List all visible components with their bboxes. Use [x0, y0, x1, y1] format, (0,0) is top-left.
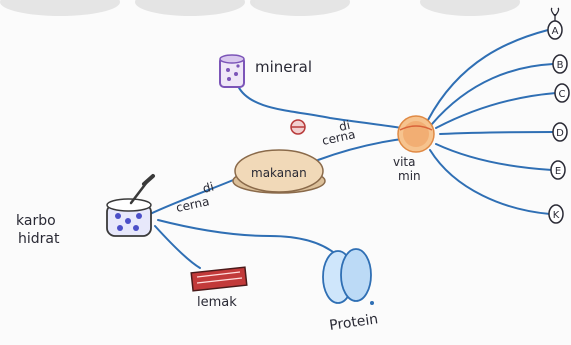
lemak-label: lemak: [197, 295, 237, 310]
vitamin-node-b: B: [553, 55, 567, 73]
mineral-jar-illustration: [220, 55, 244, 87]
di-cerna-left-label-1: di: [201, 180, 215, 196]
vitamin-label-2: min: [398, 169, 421, 183]
vitamin-node-c: C: [555, 84, 569, 102]
di-cerna-top-label-2: cerna: [321, 127, 357, 148]
connector-lines: [150, 30, 556, 268]
line-vitamin-d: [440, 132, 554, 134]
protein-eggs-illustration: [323, 249, 374, 305]
lemak-meat-illustration: [191, 267, 247, 291]
sprout-icon: [551, 8, 558, 21]
vitamin-node-a: A: [548, 21, 562, 39]
protein-label: Protein: [328, 311, 379, 334]
karbohidrat-bowl-illustration: [107, 176, 153, 236]
scan-shadow-top: [0, 0, 520, 16]
line-vitamin-c: [436, 93, 556, 128]
karbohidrat-label-1: karbo: [16, 213, 56, 229]
vitamin-node-label: E: [555, 166, 561, 177]
vitamin-node-label: K: [553, 210, 560, 221]
di-cerna-left-label-2: cerna: [175, 194, 211, 215]
line-mineral-vitamin: [238, 86, 412, 130]
vitamin-node-label: C: [559, 89, 566, 100]
makanan-label: makanan: [251, 166, 307, 180]
small-red-ball-illustration: [291, 120, 305, 134]
vitamin-label-1: vita: [393, 155, 416, 169]
vitamin-orange-illustration: [398, 116, 434, 152]
vitamin-node-label: B: [557, 60, 564, 71]
vitamin-node-d: D: [553, 123, 567, 141]
vitamin-node-e: E: [551, 161, 565, 179]
line-vitamin-b: [432, 64, 553, 124]
vitamin-node-k: K: [549, 205, 563, 223]
vitamin-leaves: A B C D E K: [548, 8, 569, 223]
mineral-label: mineral: [255, 58, 312, 76]
line-vitamin-k: [430, 150, 550, 214]
karbohidrat-label-2: hidrat: [18, 231, 60, 247]
vitamin-node-label: A: [552, 26, 559, 37]
line-karbohidrat-lemak: [155, 226, 200, 268]
vitamin-node-label: D: [556, 128, 564, 139]
line-vitamin-e: [436, 144, 552, 170]
line-karbohidrat-protein: [158, 220, 340, 258]
